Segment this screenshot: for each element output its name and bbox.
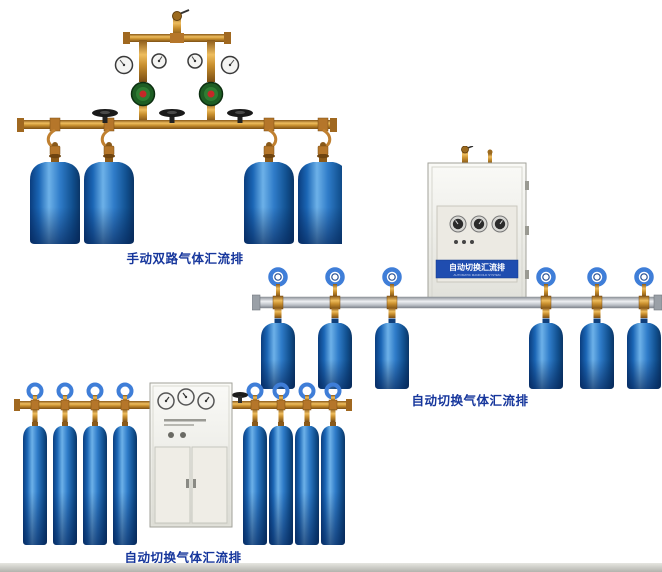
handwheel-valve — [159, 109, 185, 123]
floor-cabinet — [149, 382, 233, 528]
cylinder-connection — [116, 382, 134, 422]
panel-text-line — [164, 419, 206, 422]
gas-cylinder — [529, 319, 563, 390]
cylinder-connection — [246, 382, 264, 422]
cylinder-valve-ring — [587, 267, 607, 287]
cylinder-connection — [56, 382, 74, 422]
pressure-gauge — [470, 215, 488, 233]
panel-text-line — [164, 424, 194, 426]
gas-cylinder — [580, 319, 614, 390]
cylinder-connection — [268, 267, 288, 318]
door-handle — [186, 479, 189, 488]
handwheel-valve — [92, 109, 118, 123]
cylinder-pigtails — [46, 128, 332, 156]
cylinder-connection — [298, 382, 316, 422]
cylinder-valve-ring — [382, 267, 402, 287]
cabinet-door — [191, 446, 228, 524]
cylinder-valve-ring — [536, 267, 556, 287]
product-auto-switch-wall-manifold: 自动切换汇流排 AUTOMATIC MANIFOLD SYSTEM — [251, 145, 662, 408]
cylinder-valve-ring — [268, 267, 288, 287]
pressure-gauge — [197, 392, 215, 410]
main-manifold-pipe — [17, 117, 337, 132]
panel-knob — [168, 432, 174, 438]
auto-switch-wall-manifold-photo: 自动切换汇流排 AUTOMATIC MANIFOLD SYSTEM — [251, 145, 662, 390]
regulator — [198, 81, 224, 122]
product-caption: 自动切换气体汇流排 — [124, 551, 242, 565]
gas-cylinder — [113, 422, 137, 545]
gas-cylinder — [295, 422, 319, 545]
overhead-piping — [123, 9, 231, 82]
gas-cylinder — [23, 422, 47, 545]
pressure-gauge — [491, 215, 509, 233]
product-caption: 手动双路气体汇流排 — [126, 252, 244, 266]
cabinet-door — [154, 446, 191, 524]
regulator — [130, 81, 156, 122]
cylinder-connection — [86, 382, 104, 422]
gas-cylinder — [30, 154, 80, 244]
manifold-pipe — [251, 294, 662, 311]
cylinder-connection — [325, 267, 345, 318]
gas-cylinder — [243, 422, 267, 545]
pressure-gauge — [114, 55, 134, 75]
top-valve — [172, 11, 182, 21]
control-cabinet: 自动切换汇流排 AUTOMATIC MANIFOLD SYSTEM — [427, 162, 529, 303]
cylinder-connection — [324, 382, 342, 422]
gas-cylinder — [269, 422, 293, 545]
gas-cylinder — [53, 422, 77, 545]
cylinder-valve-ring — [325, 267, 345, 287]
pressure-gauge — [449, 215, 467, 233]
product-manual-dual-manifold: 手动双路气体汇流排 — [12, 8, 342, 270]
handwheel-valves — [92, 109, 253, 123]
gas-cylinder — [321, 422, 345, 545]
pressure-gauge — [177, 388, 195, 406]
cabinet-label: 自动切换汇流排 — [449, 262, 505, 272]
cylinder-connection — [634, 267, 654, 318]
cylinder-connection — [536, 267, 556, 318]
pressure-gauge — [220, 55, 240, 75]
indicator-light — [454, 240, 458, 244]
pressure-gauges — [114, 53, 240, 75]
handwheel-valve — [227, 109, 253, 123]
cylinder-connection — [587, 267, 607, 318]
gas-cylinder — [627, 319, 661, 390]
cylinder-connection — [382, 267, 402, 318]
cylinder-connection — [26, 382, 44, 422]
pressure-gauge — [151, 53, 167, 69]
indicator-light — [462, 240, 466, 244]
pressure-gauge — [187, 53, 203, 69]
cabinet-label-strip — [435, 259, 519, 279]
product-caption: 自动切换气体汇流排 — [411, 394, 529, 408]
cylinder-valve-ring — [634, 267, 654, 287]
indicator-light — [470, 240, 474, 244]
auto-switch-floor-manifold-photo — [14, 382, 352, 549]
cabinet-top-fittings — [461, 145, 493, 164]
pressure-gauge — [157, 392, 175, 410]
hinge — [525, 226, 529, 235]
gas-cylinder — [375, 319, 409, 390]
regulators — [130, 81, 224, 122]
manual-dual-manifold-photo — [17, 9, 342, 246]
door-handle — [193, 479, 196, 488]
inlet-valve — [461, 145, 469, 154]
product-auto-switch-floor-manifold: 自动切换气体汇流排 — [14, 377, 352, 565]
page-footer-bar — [0, 563, 662, 572]
cabinet-sublabel: AUTOMATIC MANIFOLD SYSTEM — [454, 273, 501, 277]
panel-knob — [180, 432, 186, 438]
gas-cylinder — [84, 154, 134, 244]
gas-cylinder — [83, 422, 107, 545]
cylinder-connection — [272, 382, 290, 422]
handwheel-valve — [232, 392, 248, 403]
hinge — [525, 270, 529, 279]
cylinder-valve — [49, 145, 61, 156]
hinge — [525, 181, 529, 190]
cylinder-valve — [103, 145, 115, 156]
